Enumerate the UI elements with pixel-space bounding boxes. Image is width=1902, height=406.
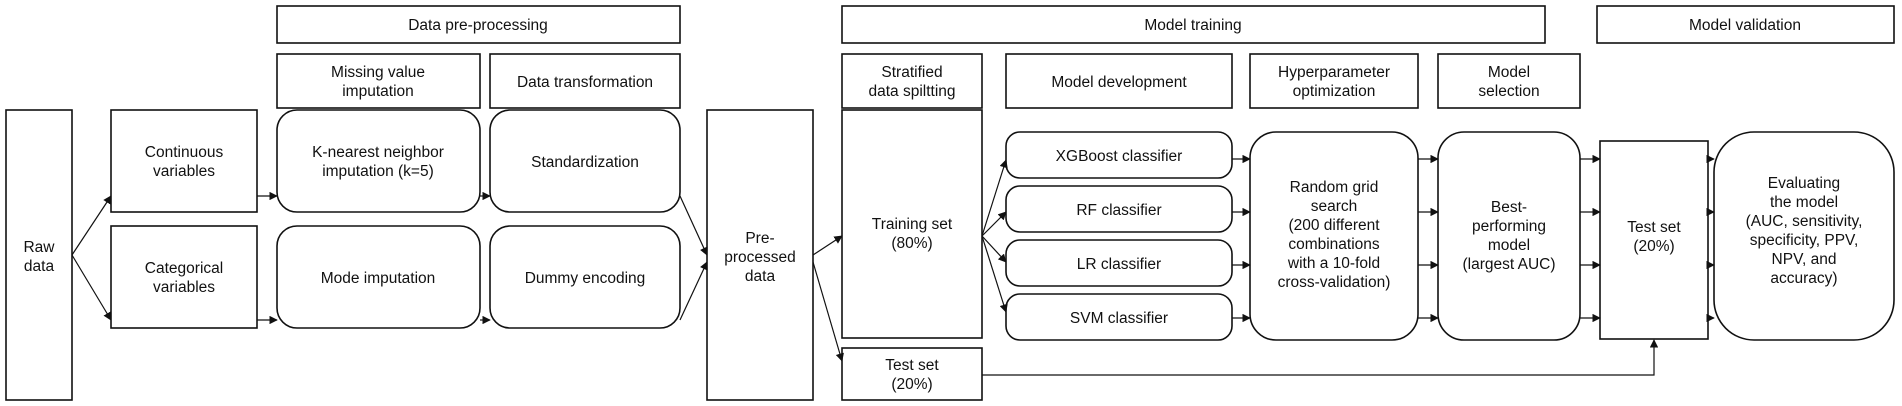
stage-title: Model training <box>1144 17 1241 34</box>
stage-title: Data pre-processing <box>408 17 548 34</box>
arrow-raw-to-continuous <box>71 195 112 256</box>
node-label: Mode imputation <box>321 270 436 287</box>
node-label: RF classifier <box>1076 202 1161 219</box>
step-label: Data transformation <box>517 74 653 91</box>
stage-header-training: Model training <box>841 5 1546 44</box>
node-test-set-split: Test set(20%) <box>841 347 983 401</box>
stage-header-validation: Model validation <box>1596 5 1895 44</box>
node-label: SVM classifier <box>1070 310 1168 327</box>
node-test-set-validation: Test set(20%) <box>1599 140 1709 340</box>
node-mode-imputation: Mode imputation <box>276 225 481 329</box>
arrow-training-to-svm <box>981 235 1008 313</box>
arrow-training-to-xgb <box>981 159 1008 237</box>
step-label: Model development <box>1051 74 1187 91</box>
node-standardization: Standardization <box>489 109 681 213</box>
node-label: Test set(20%) <box>1627 219 1681 255</box>
node-xgboost-classifier: XGBoost classifier <box>1005 131 1233 179</box>
node-label: Training set(80%) <box>872 216 953 252</box>
step-header-development: Model development <box>1005 53 1233 109</box>
node-dummy-encoding: Dummy encoding <box>489 225 681 329</box>
node-label: XGBoost classifier <box>1056 148 1183 165</box>
node-label: Standardization <box>531 154 639 171</box>
arrow-preprocessed-to-test <box>812 261 844 362</box>
arrow-preprocessed-to-training <box>812 235 843 256</box>
arrow-dummy-to-preprocessed <box>679 261 708 321</box>
stage-header-preprocessing: Data pre-processing <box>276 5 681 44</box>
node-svm-classifier: SVM classifier <box>1005 293 1233 341</box>
node-label: Dummy encoding <box>525 270 646 287</box>
connectors <box>71 154 1715 376</box>
stage-title: Model validation <box>1689 17 1801 34</box>
arrow-test-split-to-validation <box>982 339 1659 376</box>
node-label: LR classifier <box>1077 256 1161 273</box>
node-training-set: Training set(80%) <box>841 109 983 339</box>
node-lr-classifier: LR classifier <box>1005 239 1233 287</box>
arrow-training-to-lr <box>981 235 1007 263</box>
arrow-standardization-to-preprocessed <box>679 195 708 256</box>
step-header-transformation: Data transformation <box>489 53 681 109</box>
node-rf-classifier: RF classifier <box>1005 185 1233 233</box>
arrow-training-to-rf <box>981 211 1007 237</box>
arrow-raw-to-categorical <box>71 254 112 321</box>
node-label: Test set(20%) <box>885 357 939 393</box>
